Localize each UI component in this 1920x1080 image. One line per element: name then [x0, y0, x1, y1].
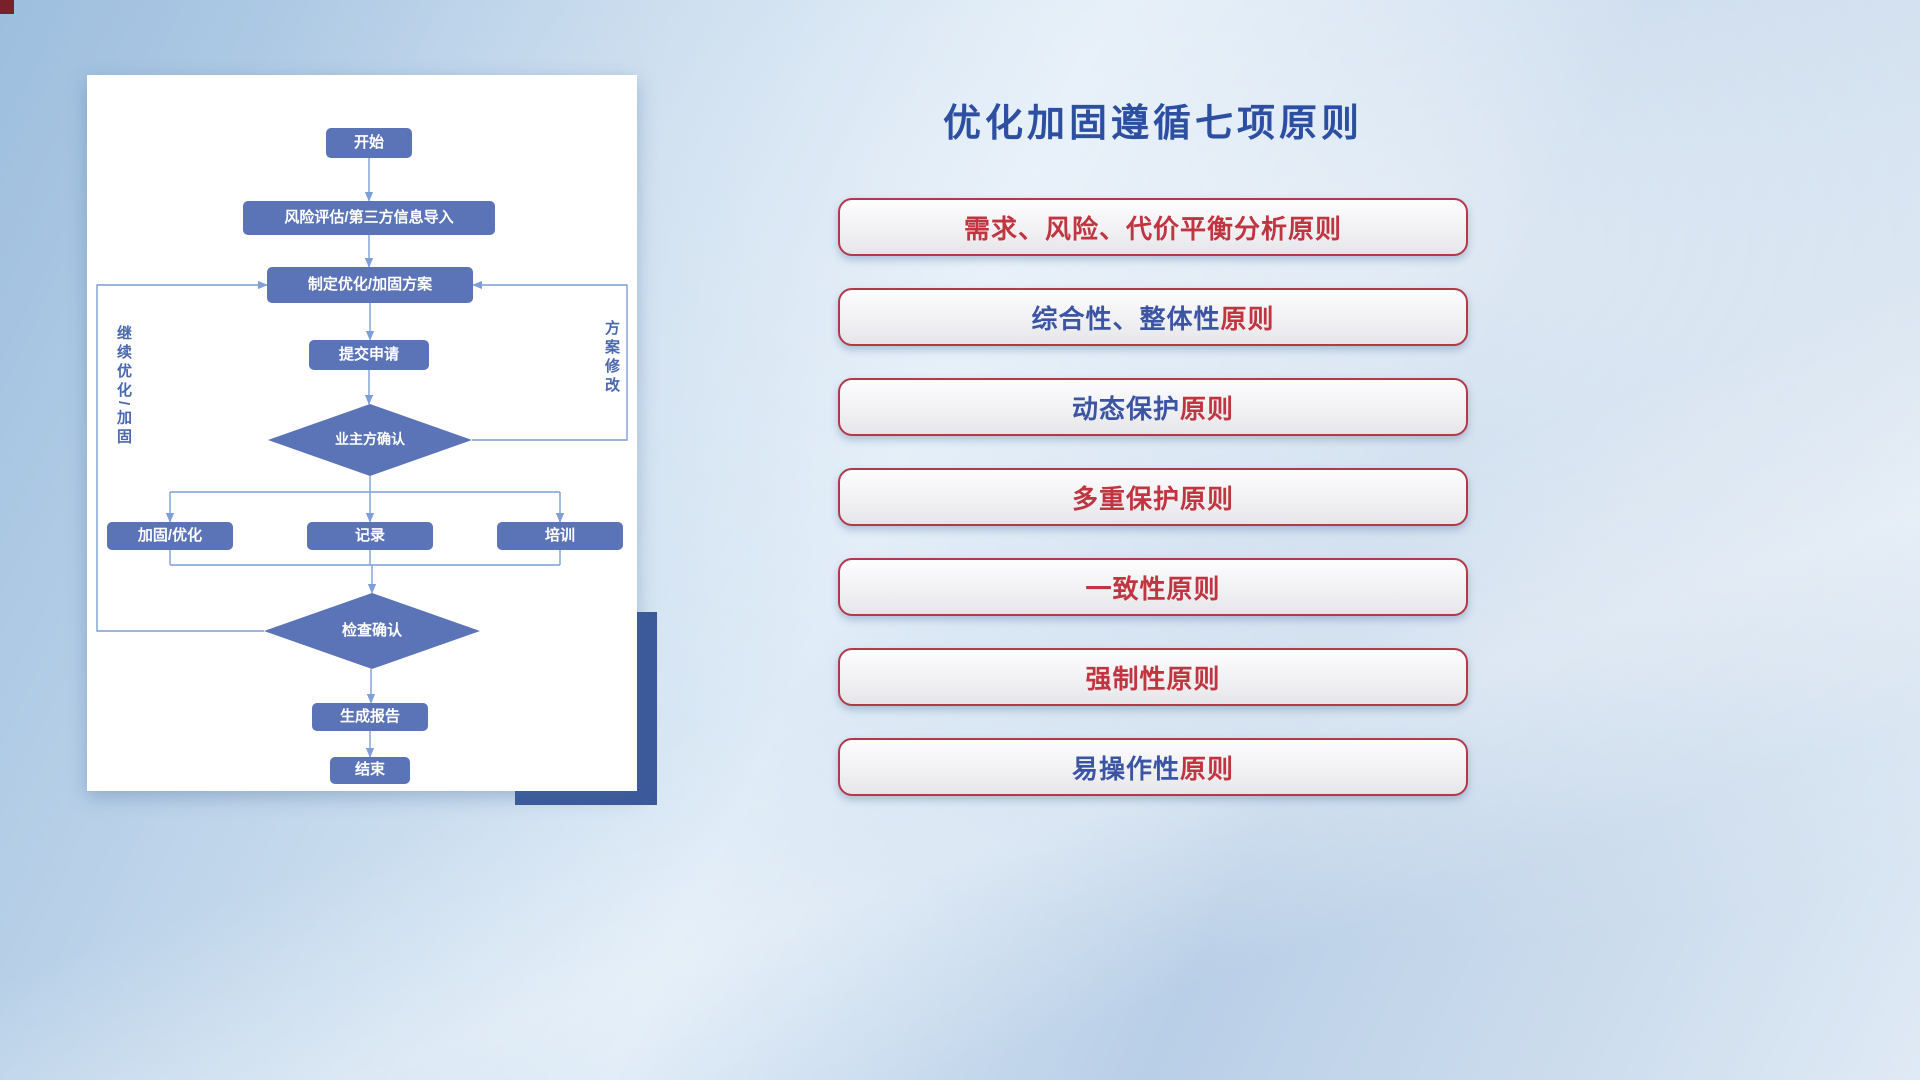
principle-pill-7: 易操作性原则 — [838, 738, 1468, 796]
flowchart-connectors — [96, 158, 628, 758]
principle-text: 易操作性 — [1071, 753, 1180, 784]
flow-node-record: 记录 — [307, 522, 433, 550]
flow-node-make-plan: 制定优化/加固方案 — [267, 267, 473, 303]
principle-text: 需求、风险、代价平衡分析原则 — [963, 213, 1342, 244]
principle-text: 动态保护 — [1071, 393, 1180, 424]
flowchart-card: 开始 风险评估/第三方信息导入 制定优化/加固方案 提交申请 业主方确认 加固/… — [87, 75, 637, 791]
principle-pill-5: 一致性原则 — [838, 558, 1468, 616]
flow-node-harden: 加固/优化 — [107, 522, 233, 550]
flow-node-end: 结束 — [330, 757, 410, 784]
principle-text: 原则 — [1220, 303, 1275, 334]
principle-text: 综合性、整体性 — [1031, 303, 1221, 334]
principle-pill-3: 动态保护原则 — [838, 378, 1468, 436]
flow-node-report: 生成报告 — [312, 703, 428, 731]
principle-text: 强制性原则 — [1085, 663, 1221, 694]
flow-node-risk-import: 风险评估/第三方信息导入 — [243, 201, 495, 235]
slide-title: 优化加固遵循七项原则 — [942, 103, 1363, 145]
flow-node-submit: 提交申请 — [309, 340, 429, 370]
principle-pill-4: 多重保护原则 — [838, 468, 1468, 526]
corner-mark — [0, 0, 14, 14]
principle-text: 一致性原则 — [1085, 573, 1221, 604]
principle-pill-2: 综合性、整体性原则 — [838, 288, 1468, 346]
principle-pill-6: 强制性原则 — [838, 648, 1468, 706]
principle-text: 原则 — [1180, 393, 1235, 424]
principle-pill-1: 需求、风险、代价平衡分析原则 — [838, 198, 1468, 256]
flow-loop-label-plan-revise: 方案修改 — [603, 320, 620, 396]
principle-text: 原则 — [1180, 753, 1235, 784]
principles-list: 需求、风险、代价平衡分析原则 综合性、整体性原则 动态保护原则 多重保护原则 一… — [838, 198, 1468, 796]
principle-text: 多重保护原则 — [1071, 483, 1234, 514]
flow-node-start: 开始 — [326, 128, 412, 158]
flow-loop-label-continue-optimize: 继续优化/加固 — [115, 325, 132, 448]
flow-node-training: 培训 — [497, 522, 623, 550]
